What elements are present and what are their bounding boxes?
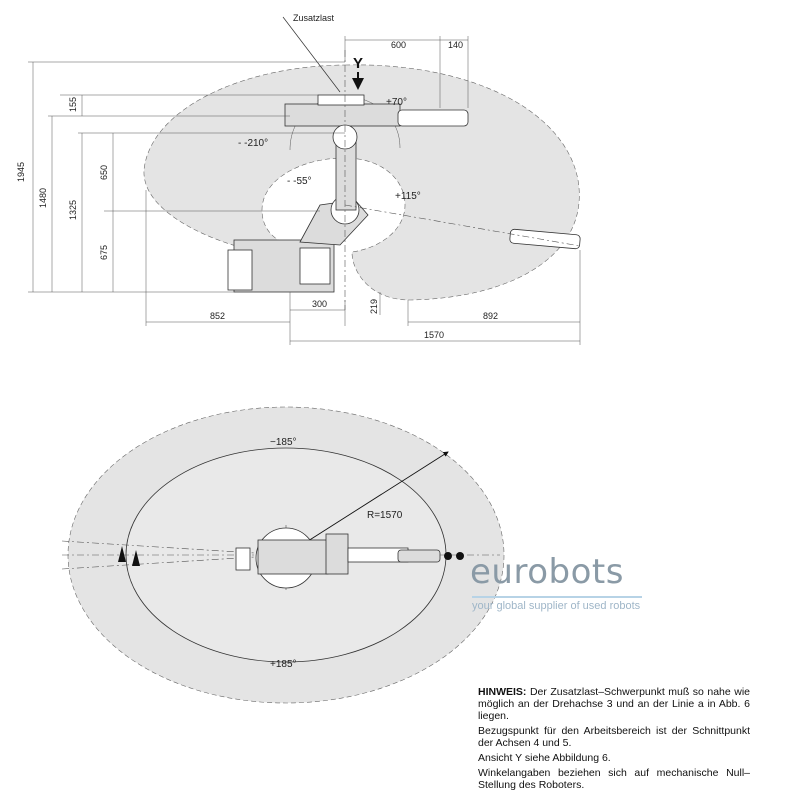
view-y-label: Y [353,55,363,72]
angle-minus185: −185° [270,437,297,448]
dim-1570: 1570 [424,330,444,340]
robot-wrist [397,109,469,127]
angle-minus210: - -210° [238,138,268,149]
watermark-rule [472,596,642,598]
side-ray [344,204,581,247]
dim-140: 140 [448,40,463,50]
top-tool-dot-1 [444,552,452,560]
angle-minus55: - -55° [287,176,312,187]
dim-852: 852 [210,311,225,321]
dim-300: 300 [312,299,327,309]
dim-650: 650 [99,165,109,180]
note-paragraph-1: HINWEIS: Der Zusatzlast–Schwerpunkt muß … [478,686,750,722]
dim-1480: 1480 [38,188,48,208]
side-view: Y Zusatzlast +70° - -210° - -55° +115° 6… [16,13,581,345]
dim-219: 219 [369,299,379,314]
limit-arrow-left [118,546,126,562]
robot-payload-block [317,94,365,106]
note-block: HINWEIS: Der Zusatzlast–Schwerpunkt muß … [478,686,750,794]
dim-892: 892 [483,311,498,321]
dim-675: 675 [99,245,109,260]
note-paragraph-2: Bezugspunkt für den Arbeitsbereich ist d… [478,725,750,749]
angle-plus115: +115° [395,191,421,202]
dim-1945: 1945 [16,162,26,182]
watermark-brand: eurobots [470,552,624,592]
note-heading: HINWEIS: [478,686,527,698]
top-base-side [235,547,251,571]
top-tool-dot-2 [456,552,464,560]
top-base-body [257,539,329,575]
robot-base-cap [299,247,331,285]
top-column [325,533,349,575]
note-paragraph-3: Ansicht Y siehe Abbildung 6. [478,752,611,764]
payload-leader [282,16,341,93]
payload-label: Zusatzlast [293,13,335,23]
top-view: R=1570 −185° +185° [61,406,505,704]
top-wrist [397,549,441,563]
dim-155: 155 [68,97,78,112]
radius-arrow [285,451,449,556]
note-paragraph-4: Winkelangaben beziehen sich auf mechanis… [478,767,750,791]
note-text-1: Der Zusatzlast–Schwerpunkt muß so nahe w… [478,686,750,722]
angle-plus185: +185° [270,659,297,670]
dim-1325: 1325 [68,200,78,220]
robot-upper-arm [284,103,401,127]
radius-label: R=1570 [367,510,403,521]
robot-tool-extended [509,228,581,250]
limit-arrow-left-2 [132,550,140,566]
angle-plus70: +70° [386,97,407,108]
watermark-tagline: your global supplier of used robots [472,600,641,612]
robot-base-side [227,249,253,291]
dim-600: 600 [391,40,406,50]
